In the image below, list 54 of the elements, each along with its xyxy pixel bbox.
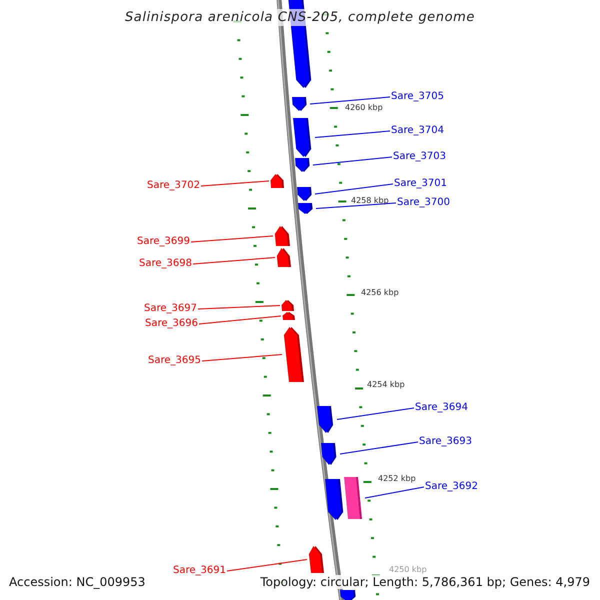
gene-label: Sare_3698 (139, 258, 192, 270)
leader-line (312, 156, 392, 166)
scale-label: 4258 kbp (351, 196, 389, 206)
forward-strand-gene (308, 546, 326, 573)
leader-line (364, 486, 424, 498)
accession-text: Accession: NC_009953 (9, 575, 146, 589)
scale-label: 4254 kbp (367, 380, 405, 390)
gene-label: Sare_3699 (137, 236, 190, 248)
leader-line (200, 180, 270, 186)
scale-label: 4256 kbp (361, 288, 399, 298)
gene-label: Sare_3691 (173, 565, 226, 577)
leader-line (190, 236, 274, 242)
forward-strand-gene (283, 327, 306, 382)
gene-label: Sare_3703 (393, 151, 446, 163)
forward-strand-gene (276, 248, 293, 267)
reverse-strand-gene (298, 203, 315, 214)
gene-label: Sare_3696 (145, 318, 198, 330)
leader-line (192, 257, 276, 264)
scale-label: 4252 kbp (378, 474, 416, 484)
reverse-strand-gene (292, 97, 309, 111)
gene-label: Sare_3692 (425, 481, 478, 493)
gene-label: Sare_3697 (144, 303, 197, 315)
scale-label: 4260 kbp (345, 103, 383, 113)
reverse-strand-gene (295, 158, 312, 172)
leader-line (314, 184, 394, 194)
reverse-strand-gene (317, 406, 336, 433)
forward-strand-gene (281, 300, 296, 311)
genome-summary-text: Topology: circular; Length: 5,786,361 bp; Genes: 4,979 (260, 575, 590, 589)
gene-label: Sare_3700 (397, 197, 450, 209)
leader-line (316, 202, 396, 209)
gene-label: Sare_3694 (415, 402, 468, 414)
leader-line (198, 316, 282, 324)
gene-label: Sare_3695 (148, 355, 201, 367)
leader-line (202, 354, 282, 362)
forward-strand-gene (274, 226, 292, 246)
leader-line (198, 305, 280, 310)
forward-strand-gene (270, 174, 286, 188)
reverse-strand-gene (297, 187, 314, 201)
gene-label: Sare_3702 (147, 180, 200, 192)
gene-label: Sare_3693 (419, 436, 472, 448)
leader-line (226, 559, 308, 572)
gene-label: Sare_3705 (391, 91, 444, 103)
leader-line (310, 96, 390, 104)
reverse-strand-gene (321, 443, 339, 465)
feature-bar (344, 477, 364, 519)
gene-label: Sare_3704 (391, 125, 444, 137)
reverse-strand-gene (325, 479, 346, 520)
gene-label: Sare_3701 (394, 178, 447, 190)
scale-label: 4250 kbp (389, 565, 427, 575)
forward-strand-gene (282, 312, 297, 320)
leader-line (340, 442, 418, 454)
leader-line (314, 130, 390, 138)
leader-line (336, 408, 414, 420)
reverse-strand-gene (340, 590, 358, 600)
